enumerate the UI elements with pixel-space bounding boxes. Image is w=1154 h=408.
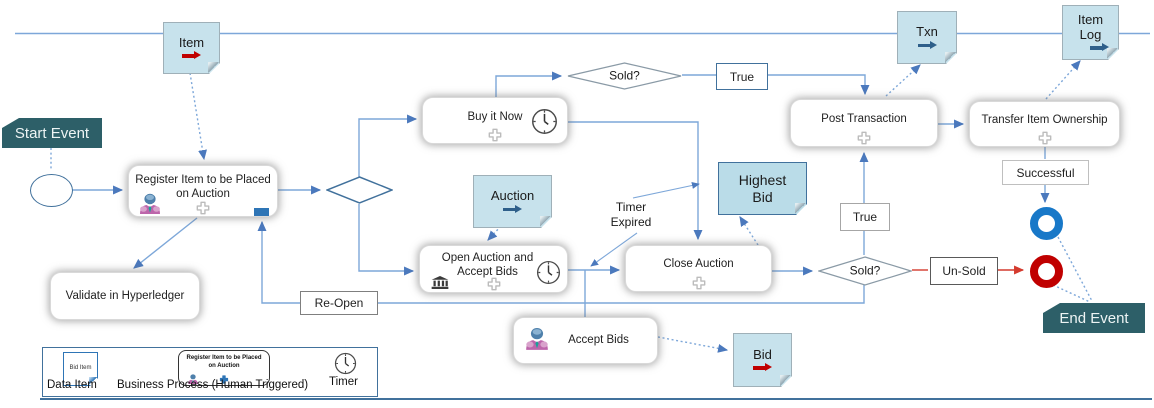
end-event-banner: End Event: [1043, 303, 1145, 333]
task-validate-hyperledger-label: Validate in Hyperledger: [65, 289, 185, 302]
label-successful: Successful: [1002, 160, 1089, 185]
data-object-highest-bid: Highest Bid: [718, 162, 807, 215]
data-object-txn-label: Txn: [916, 24, 938, 40]
timer-clock-icon: [536, 260, 561, 285]
gateway-sold-close-label: Sold?: [849, 263, 881, 278]
label-re-open-text: Re-Open: [314, 296, 364, 310]
task-post-transaction-label: Post Transaction: [821, 112, 907, 125]
person-icon: [188, 374, 198, 384]
success-end-event-circle: [1030, 207, 1063, 240]
edge-auction-to-openauction: [487, 225, 502, 241]
legend-timer-clock-icon: [334, 352, 357, 375]
link-marker: [254, 208, 269, 216]
person-icon: [526, 327, 548, 350]
task-transfer-ownership-label: Transfer Item Ownership: [981, 113, 1108, 126]
blue-arrow-icon: [502, 205, 523, 214]
start-event-banner: Start Event: [2, 118, 102, 148]
task-post-transaction: Post Transaction: [790, 99, 938, 147]
edge-close-to-highestbid: [739, 216, 759, 246]
edge-post-to-txn: [885, 64, 921, 97]
task-open-auction: Open Auction and Accept Bids: [419, 245, 568, 293]
edge-success-event-to-end: [1057, 236, 1093, 302]
task-register-item-label: Register Item to be Placed on Auction: [135, 173, 271, 200]
edge-gateway-to-buynow: [358, 114, 418, 177]
task-register-item: Register Item to be Placed on Auction: [128, 165, 278, 217]
label-timer-expired: Timer Expired: [596, 200, 666, 230]
data-object-highest-bid-label: Highest Bid: [738, 172, 787, 205]
label-true-close: True: [840, 203, 890, 231]
gateway-sold-close: Sold?: [816, 256, 914, 286]
legend-process-icon: Register Item to be Placed on Auction: [178, 350, 270, 386]
task-validate-hyperledger: Validate in Hyperledger: [50, 272, 200, 320]
task-buy-it-now: Buy it Now: [422, 97, 568, 144]
timer-clock-icon: [532, 109, 557, 134]
label-un-sold-text: Un-Sold: [942, 264, 986, 278]
legend-data-item-label: Data Item: [47, 379, 97, 391]
label-true-buy-text: True: [729, 69, 755, 84]
data-object-item: Item: [163, 22, 220, 74]
legend-box: Bid Item Register Item to be Placed on A…: [42, 347, 378, 397]
edge-buynow-to-sold1: [495, 71, 563, 97]
gateway-route-choice: [324, 176, 395, 204]
data-object-bid-label: Bid: [753, 346, 772, 362]
start-event-circle: [30, 174, 73, 207]
task-transfer-ownership: Transfer Item Ownership: [969, 101, 1120, 147]
gear-icon: [219, 375, 229, 384]
data-object-item-log: Item Log: [1062, 5, 1119, 60]
legend-timer-label: Timer: [329, 376, 358, 388]
bank-icon: [431, 276, 449, 289]
start-event-label: Start Event: [14, 124, 90, 142]
edge-unsold-event-to-end: [1052, 284, 1091, 303]
legend-process-label: Business Process (Human Triggered): [117, 379, 309, 391]
blue-arrow-icon: [1089, 43, 1110, 52]
gear-icon: [196, 201, 210, 215]
data-object-auction: Auction: [473, 175, 552, 228]
data-object-txn: Txn: [897, 11, 957, 64]
label-successful-text: Successful: [1016, 165, 1075, 180]
person-icon: [140, 193, 160, 214]
red-arrow-icon: [181, 51, 202, 60]
gear-icon: [1038, 131, 1051, 145]
task-accept-bids-label: Accept Bids: [568, 334, 629, 347]
edge-transfer-to-itemlog: [1045, 60, 1081, 100]
task-accept-bids: Accept Bids: [513, 317, 658, 364]
task-close-auction: Close Auction: [625, 245, 772, 292]
label-true-close-text: True: [852, 210, 878, 224]
edge-register-to-validate: [133, 217, 198, 269]
blue-arrow-icon: [917, 41, 938, 50]
task-buy-it-now-label: Buy it Now: [467, 111, 523, 124]
data-object-auction-label: Auction: [490, 188, 535, 204]
gear-icon: [488, 128, 502, 142]
task-open-auction-label: Open Auction and Accept Bids: [441, 251, 534, 278]
label-re-open: Re-Open: [300, 291, 378, 315]
edge-sold1-true-to-post: [682, 74, 870, 96]
edge-gateway-to-openauction: [358, 204, 415, 276]
annot-timer-to-buypath: [632, 182, 700, 199]
legend-data-item-icon: Bid Item: [63, 352, 98, 386]
label-true-buy: True: [716, 63, 768, 90]
gear-icon: [487, 277, 500, 291]
data-object-item-log-label: Item Log: [1077, 11, 1104, 42]
end-event-label: End Event: [1059, 309, 1129, 327]
edge-item-to-register: [189, 72, 207, 161]
legend-data-item-icon-text: Bid Item: [69, 365, 92, 372]
edge-acceptbids-to-bid: [657, 336, 729, 353]
data-object-item-label: Item: [178, 34, 205, 50]
gateway-sold-buy-label: Sold?: [609, 68, 640, 83]
legend-process-icon-text: Register Item to be Placed on Auction: [186, 355, 262, 369]
gear-icon: [692, 276, 705, 290]
label-un-sold: Un-Sold: [930, 257, 998, 285]
unsold-end-event-circle: [1030, 255, 1063, 288]
task-close-auction-label: Close Auction: [663, 258, 734, 271]
red-arrow-icon: [752, 363, 773, 372]
gateway-sold-buy: Sold?: [567, 62, 682, 90]
data-object-bid: Bid: [733, 333, 792, 387]
label-timer-expired-text: Timer Expired: [610, 200, 652, 229]
gear-icon: [857, 131, 871, 145]
